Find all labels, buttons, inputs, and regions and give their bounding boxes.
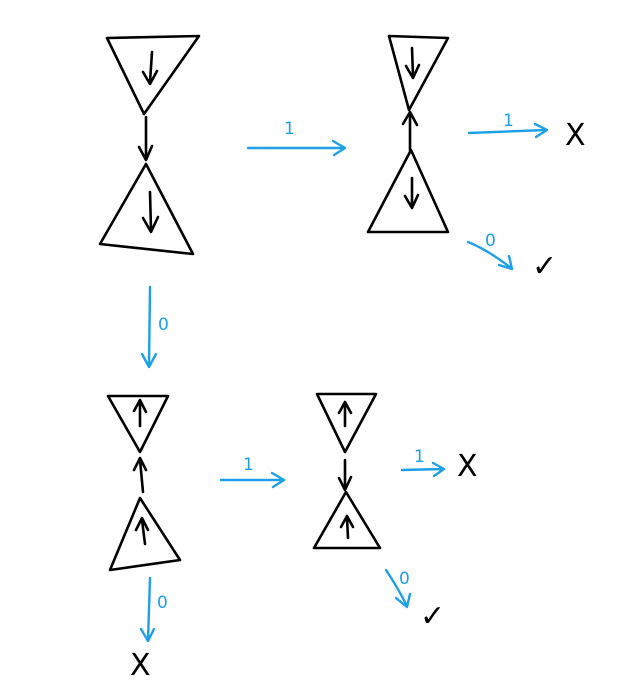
transition-label: 1	[284, 119, 295, 139]
transition-label: 0	[158, 315, 169, 335]
spin-down-arrow	[404, 46, 421, 80]
transition-bottom-middle-to-reject: 1	[400, 447, 446, 478]
transition-label: 0	[157, 593, 168, 613]
arrow	[246, 139, 347, 157]
spin-up-arrow	[132, 398, 148, 428]
spin-up-arrow	[134, 516, 150, 546]
transition-label: 1	[414, 447, 425, 467]
reject-mark: X	[130, 648, 151, 683]
accept-mark: ✓	[420, 599, 445, 634]
accept-mark: ✓	[532, 249, 557, 284]
transition-label: 1	[243, 455, 254, 475]
arrow	[139, 576, 156, 643]
arrow	[384, 568, 412, 609]
arrow	[219, 471, 286, 489]
lower-triangle	[312, 490, 382, 550]
link-down-arrow	[337, 458, 353, 492]
upper-triangle	[106, 394, 170, 454]
spin-down-arrow	[141, 190, 160, 234]
transition-top-left-to-bottom-left: 0	[140, 285, 169, 369]
link-up-arrow	[401, 110, 419, 152]
reject-mark: X	[565, 118, 586, 153]
spin-down-arrow	[141, 50, 159, 86]
transition-bottom-left-to-bottom-middle: 1	[219, 455, 286, 489]
transition-bottom-left-to-reject: 0	[139, 576, 168, 643]
upper-triangle	[315, 392, 378, 454]
link-down-arrow	[137, 115, 154, 162]
upper-triangle	[105, 34, 201, 116]
lower-triangle	[366, 148, 450, 234]
state-bottom-left	[106, 394, 182, 572]
arrow	[400, 461, 446, 478]
transition-top-right-to-reject: 1	[467, 111, 549, 139]
transition-label: 0	[399, 569, 410, 589]
transition-label: 1	[503, 111, 514, 131]
spin-down-arrow	[403, 176, 420, 210]
transition-bottom-middle-to-accept: 0	[384, 568, 412, 609]
transition-label: 0	[485, 231, 496, 251]
arrow	[467, 122, 549, 139]
reject-mark: X	[457, 449, 478, 484]
spin-up-arrow	[337, 400, 353, 428]
upper-triangle	[387, 34, 450, 112]
transition-top-right-to-accept: 0	[466, 231, 514, 271]
link-up-arrow	[132, 456, 148, 494]
state-bottom-middle	[312, 392, 382, 550]
state-top-right	[366, 34, 450, 234]
lower-triangle	[108, 496, 182, 572]
lower-triangle	[98, 162, 195, 256]
spin-up-arrow	[339, 514, 355, 540]
transition-top-left-to-top-right: 1	[246, 119, 347, 157]
arrow	[466, 240, 514, 271]
arrow	[140, 285, 158, 369]
state-top-left	[98, 34, 201, 256]
